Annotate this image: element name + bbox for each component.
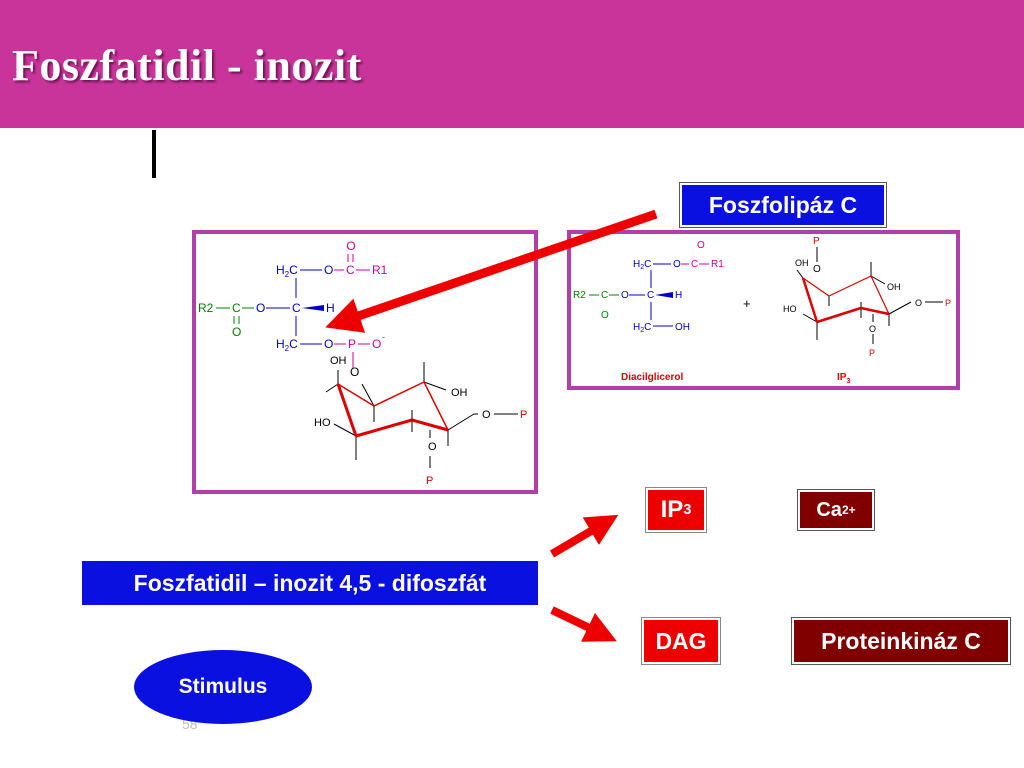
dag-caption: Diacilglicerol xyxy=(621,372,683,383)
dag-c-middle: C xyxy=(647,290,654,301)
p-right: P xyxy=(520,409,527,421)
title-banner: Foszfatidil - inozit xyxy=(0,0,1024,128)
ip3-o-right: O xyxy=(915,298,922,308)
dag-o-top: O xyxy=(673,259,681,270)
r2-group: R2 xyxy=(198,301,214,315)
phosphorus: P xyxy=(348,337,356,351)
ip3-oh-right: OH xyxy=(887,282,901,292)
ester-o-top: O xyxy=(324,263,333,277)
pip2-structure-box: O H2C O C R1 R2 C O C H O xyxy=(192,230,538,494)
plus-sign: + xyxy=(743,296,751,311)
carbonyl-o-left: O xyxy=(232,325,241,339)
phosphate-o-right: O xyxy=(372,337,381,351)
inositol-link-o: O xyxy=(350,365,359,379)
dag-c-left: C xyxy=(601,290,608,301)
dag-label: DAG xyxy=(641,617,721,665)
arrow-to-dag xyxy=(550,606,617,642)
slide-title: Foszfatidil - inozit xyxy=(12,41,362,90)
p-bottom: P xyxy=(426,475,433,487)
dag-h: H xyxy=(675,290,682,301)
phospholipase-c-label: Foszfolipáz C xyxy=(679,182,887,228)
ip3-ho-left: HO xyxy=(783,304,797,314)
dag-c-top: C xyxy=(691,259,698,270)
phosphodiester-o: O xyxy=(324,337,333,351)
o-right: O xyxy=(482,409,491,421)
arrow-to-ip3 xyxy=(549,514,619,558)
ip3-o-top: O xyxy=(813,264,821,275)
h2c-top: H2C xyxy=(276,263,298,279)
text-cursor xyxy=(152,130,156,178)
o-bottom: O xyxy=(428,441,437,453)
phosphate-o-top: O xyxy=(348,313,357,327)
ester-o-left: O xyxy=(256,301,265,315)
dag-carbonyl-o: O xyxy=(697,240,705,251)
products-structure-diagram: O H2C O C R1 R2 C O C H O H2C OH Diacilg… xyxy=(573,236,951,385)
ip3-p-top: P xyxy=(813,236,820,247)
dag-h2c-bottom: H2C xyxy=(633,322,651,334)
ho-left: HO xyxy=(314,417,331,429)
ip3-oh-top: OH xyxy=(795,258,809,268)
r1-group: R1 xyxy=(372,263,388,277)
dag-h2c-top: H2C xyxy=(633,259,651,271)
ip3-o-bottom: O xyxy=(869,324,876,334)
h2c-bottom: H2C xyxy=(276,337,298,353)
dag-oh: OH xyxy=(675,322,690,333)
dag-r2: R2 xyxy=(573,290,586,301)
ip3-p-bottom: P xyxy=(869,348,875,358)
products-structure-box: O H2C O C R1 R2 C O C H O H2C OH Diacilg… xyxy=(567,230,960,390)
pip2-structure-diagram: O H2C O C R1 R2 C O C H O xyxy=(198,239,527,487)
carbonyl-c-top: C xyxy=(346,263,355,277)
ip3-caption: IP3 xyxy=(837,372,850,385)
oh-top-left: OH xyxy=(330,355,347,367)
pip2-label: Foszfatidil – inozit 4,5 - difoszfát xyxy=(82,561,538,605)
dag-r1: R1 xyxy=(711,259,724,270)
carbonyl-o-top: O xyxy=(346,239,355,253)
oh-right: OH xyxy=(451,387,468,399)
glycerol-c-middle: C xyxy=(292,301,301,315)
dag-o-left: O xyxy=(621,290,629,301)
stimulus-ellipse: Stimulus xyxy=(134,650,312,724)
ip3-p-right: P xyxy=(945,298,951,308)
dag-o-bottom-left: O xyxy=(601,310,609,321)
protein-kinase-c-label: Proteinkináz C xyxy=(791,617,1011,665)
charge-minus: - xyxy=(382,332,385,342)
carbonyl-c-left: C xyxy=(232,301,241,315)
glycerol-h: H xyxy=(326,301,335,315)
